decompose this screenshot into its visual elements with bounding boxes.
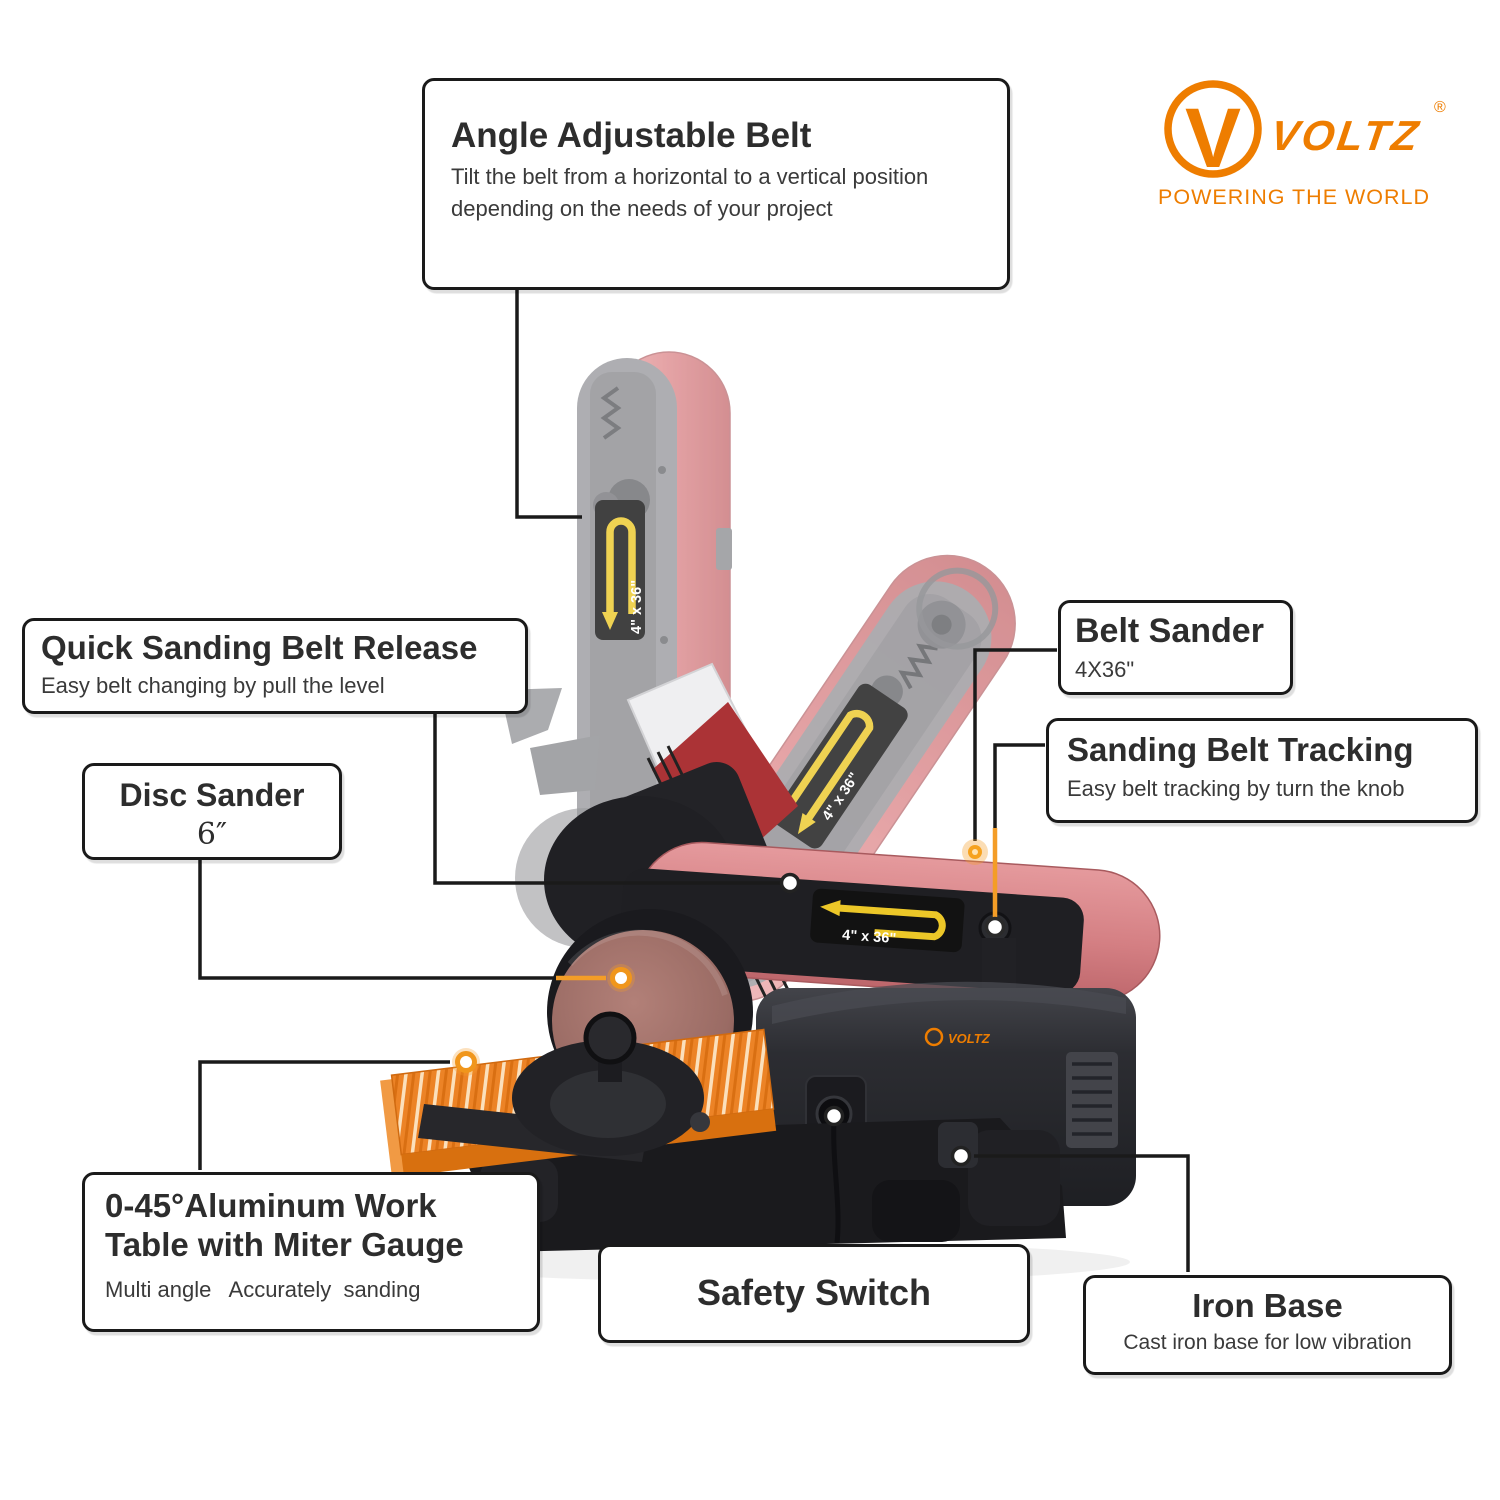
registered-mark: ® bbox=[1434, 99, 1446, 116]
logo-wordmark: VOLTZ bbox=[1268, 112, 1424, 159]
callout-title: Belt Sander bbox=[1075, 612, 1264, 650]
base-foot bbox=[872, 1180, 960, 1242]
tension-spring bbox=[600, 386, 622, 440]
connector-quick-release bbox=[433, 713, 780, 885]
dot-iron-base bbox=[950, 1145, 972, 1167]
callout-description: Tilt the belt from a horizontal to a ver… bbox=[451, 164, 935, 222]
miter-knob bbox=[583, 1011, 637, 1065]
callout-sanding-belt-tracking: Sanding Belt Tracking Easy belt tracking… bbox=[1046, 718, 1478, 823]
side-tab bbox=[716, 528, 732, 570]
callout-title: Iron Base bbox=[1192, 1287, 1343, 1324]
callout-title: Sanding Belt Tracking bbox=[1067, 731, 1414, 768]
dot-work-table bbox=[455, 1051, 477, 1073]
callout-quick-sanding-belt-release: Quick Sanding Belt Release Easy belt cha… bbox=[22, 618, 528, 714]
dot-disc-sander bbox=[610, 967, 632, 989]
connector-belt-tracking bbox=[993, 743, 1045, 828]
logo-initial: V bbox=[1185, 91, 1241, 185]
logo-tagline: POWERING THE WORLD bbox=[1158, 185, 1430, 209]
callout-angle-adjustable-belt: Angle Adjustable Belt Tilt the belt from… bbox=[422, 78, 1010, 290]
roller bbox=[916, 567, 999, 650]
callout-title: 0-45°Aluminum Work Table with Miter Gaug… bbox=[105, 1187, 464, 1263]
callout-title: Quick Sanding Belt Release bbox=[41, 629, 478, 666]
connector-belt-sander bbox=[973, 648, 1057, 841]
connector-angle-belt bbox=[515, 289, 582, 519]
callout-title: Safety Switch bbox=[696, 1272, 932, 1314]
base-foot bbox=[968, 1130, 1060, 1226]
miter-gauge bbox=[418, 1011, 710, 1162]
belt-size-sticker-vertical: 4" x 36" bbox=[595, 500, 645, 640]
callout-title: Angle Adjustable Belt bbox=[451, 116, 812, 155]
tension-spring bbox=[898, 643, 938, 690]
dot-quick-release bbox=[779, 872, 801, 894]
callout-description: Cast iron base for low vibration bbox=[1123, 1330, 1412, 1354]
callout-description: Easy belt tracking by turn the knob bbox=[1067, 775, 1405, 801]
connector-work-table bbox=[198, 1060, 450, 1170]
disc-size-label: 6″ bbox=[196, 816, 228, 852]
belt-size-sticker-horizontal: 4" x 36" bbox=[810, 888, 965, 953]
connector-endpoints bbox=[452, 839, 1006, 1167]
callout-aluminum-work-table: 0-45°Aluminum Work Table with Miter Gaug… bbox=[82, 1172, 540, 1332]
machine-body: 4" x 36" VOLTZ bbox=[380, 702, 1161, 1252]
callout-disc-sander: Disc Sander 6″ bbox=[82, 763, 342, 860]
callout-iron-base: Iron Base Cast iron base for low vibrati… bbox=[1083, 1275, 1452, 1375]
motor-brand-badge: VOLTZ bbox=[924, 1027, 991, 1047]
motor-brand-label: VOLTZ bbox=[948, 1031, 991, 1046]
callout-description: Multi angle Accurately sanding bbox=[105, 1276, 421, 1302]
svg-text:4" x 36": 4" x 36" bbox=[629, 580, 645, 634]
connector-safety-switch-cable bbox=[831, 1119, 841, 1244]
brand-logo: V VOLTZ ® POWERING THE WORLD bbox=[1150, 72, 1460, 217]
dot-safety-switch bbox=[823, 1105, 845, 1127]
spec-plate bbox=[1066, 1052, 1118, 1148]
logo-circle bbox=[1164, 80, 1262, 178]
dot-belt-tracking bbox=[984, 916, 1006, 938]
connector-iron-base bbox=[974, 1154, 1190, 1272]
belt-size-label: 4X36" bbox=[1075, 657, 1135, 683]
callout-safety-switch: Safety Switch bbox=[598, 1244, 1030, 1343]
callout-title: Disc Sander bbox=[119, 777, 305, 813]
svg-text:4" x 36": 4" x 36" bbox=[842, 927, 897, 947]
callout-belt-sander: Belt Sander 4X36" bbox=[1058, 600, 1293, 695]
connector-disc-sander bbox=[198, 858, 556, 980]
callout-description: Easy belt changing by pull the level bbox=[41, 672, 385, 698]
